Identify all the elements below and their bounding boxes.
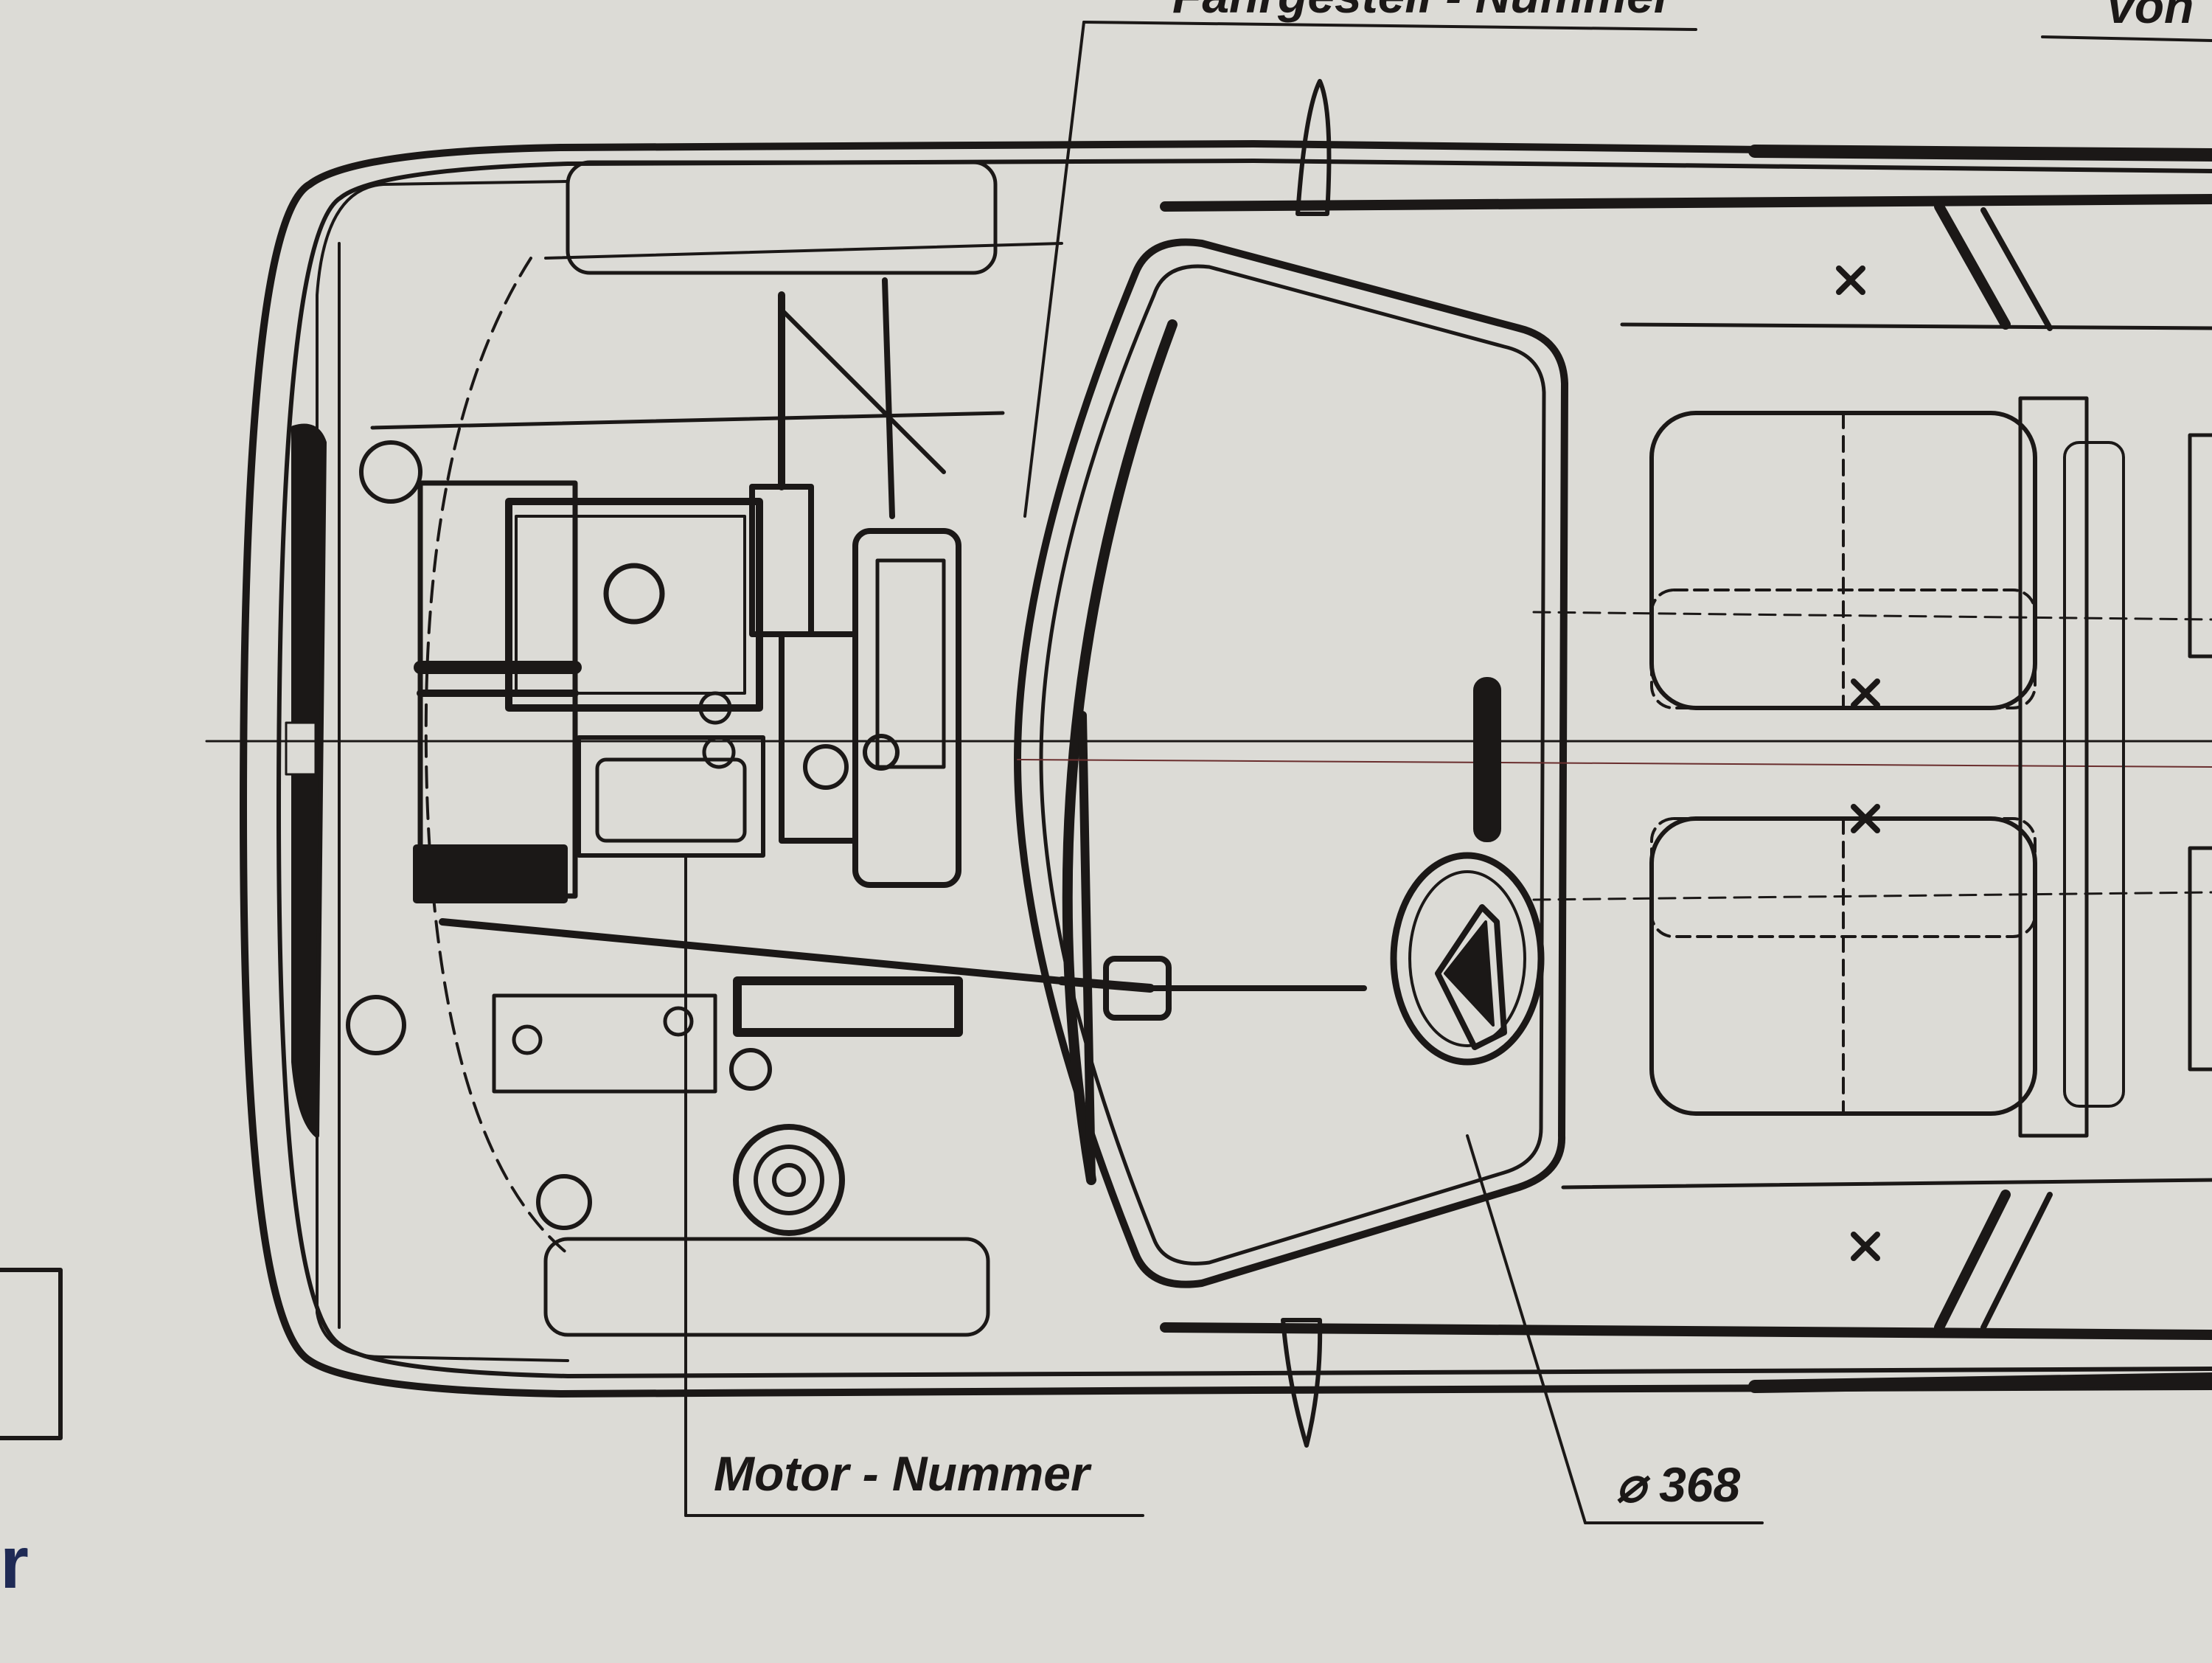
left-edge-mark: r — [0, 1521, 29, 1604]
fan-icon — [733, 1124, 845, 1236]
steering-wheel — [1390, 852, 1545, 1066]
leader-fahrgestell — [1023, 21, 1085, 518]
edge-box — [0, 1268, 63, 1440]
headlight-top — [359, 440, 422, 504]
engine-block — [413, 277, 961, 903]
seat-front-bottom — [1649, 816, 2037, 1116]
right-mirror — [1281, 1318, 1323, 1448]
headlight-bottom — [346, 995, 406, 1055]
left-mirror — [1295, 79, 1332, 216]
seat-front-top — [1649, 411, 2037, 710]
engine-number-label: Motor - Nummer — [714, 1446, 1090, 1501]
body-outline — [240, 140, 2212, 1398]
wheel-diameter-label: ⌀ 368 — [1616, 1457, 1741, 1512]
engine-bay-outline — [424, 257, 569, 1255]
top-grille-panel — [566, 160, 998, 275]
chassis-number-label: Fahrgestell - Nummer — [1172, 0, 1673, 24]
leader-diameter — [1466, 1134, 1587, 1524]
bottom-grille-panel — [543, 1237, 990, 1337]
von-label: von — [2107, 0, 2194, 33]
front-bumper — [291, 423, 327, 1138]
